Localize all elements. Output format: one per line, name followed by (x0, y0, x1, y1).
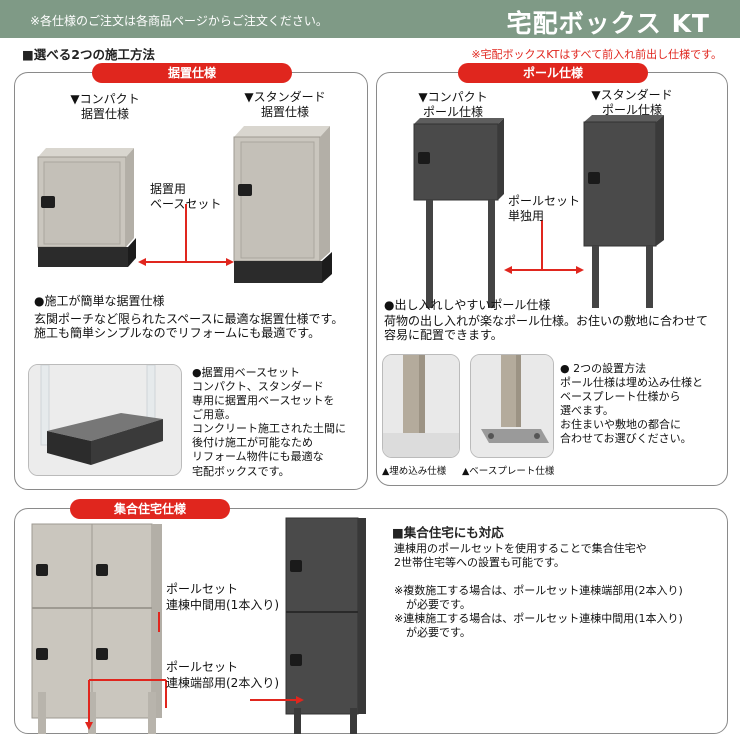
baseplate-photo (470, 354, 554, 458)
multi-description: 連棟用のポールセットを使用することで集合住宅や 2世帯住宅等への設置も可能です。 (394, 542, 647, 570)
dark-multi-unit (285, 517, 366, 734)
pole-standard-label: ▼スタンダード ポール仕様 (591, 88, 673, 117)
multi-note-mid: ※連棟施工する場合は、ポールセット連棟中間用(1本入り) が必要です。 (394, 612, 683, 640)
front-note: ※宅配ボックスKTはすべて前入れ前出し仕様です。 (471, 48, 722, 61)
section-heading: ■選べる2つの施工方法 (22, 47, 156, 62)
mid-pole-label: ポールセット 連棟中間用(1本入り) (166, 582, 279, 612)
pole-install-methods: ● 2つの設置方法 ポール仕様は埋め込み仕様と ベースプレート仕様から 選べます… (560, 362, 703, 446)
pole-feature-line2: 容易に配置できます。 (384, 328, 503, 342)
standard-pole-box (583, 115, 664, 308)
base-set-label: 据置用 ベースセット (150, 182, 222, 211)
base-set-description: ●据置用ベースセット コンパクト、スタンダード 専用に据置用ベースセットを ご用… (192, 366, 346, 478)
pole-boxes-illustration (413, 115, 664, 308)
floor-feature-line2: 施工も簡単シンプルなのでリフォームにも最適です。 (34, 326, 321, 340)
floor-compact-label: ▼コンパクト 据置仕様 (70, 92, 140, 121)
header-note: ※各仕様のご注文は各商品ページからご注文ください。 (30, 14, 328, 28)
compact-pole-box (413, 118, 504, 308)
baseplate-caption: ▲ベースプレート仕様 (462, 466, 555, 477)
pole-feature-title: ●出し入れしやすいポール仕様 (384, 298, 551, 312)
gray-multi-unit (31, 523, 162, 734)
base-set-photo (28, 364, 182, 476)
floor-boxes-illustration (37, 126, 332, 283)
multi-heading: ■集合住宅にも対応 (392, 525, 504, 540)
embed-caption: ▲埋め込み仕様 (382, 466, 447, 477)
end-pole-label: ポールセット 連棟端部用(2本入り) (166, 660, 279, 690)
floor-feature-line1: 玄関ポーチなど限られたスペースに最適な据置仕様です。 (34, 312, 344, 326)
pole-set-label: ポールセット 単独用 (508, 194, 581, 223)
floor-standard-label: ▼スタンダード 据置仕様 (244, 90, 326, 119)
standard-floor-box (233, 126, 332, 283)
page-title: 宅配ボックス KT (506, 9, 710, 38)
pole-compact-label: ▼コンパクト ポール仕様 (418, 90, 488, 119)
header-bar (0, 0, 740, 38)
floor-spec-label: 据置仕様 (92, 63, 292, 83)
multi-dwelling-illustration (31, 517, 366, 734)
multi-note-end: ※複数施工する場合は、ポールセット連棟端部用(2本入り) が必要です。 (394, 584, 683, 612)
pole-feature-line1: 荷物の出し入れが楽なポール仕様。お住いの敷地に合わせて (384, 314, 709, 328)
multi-dwelling-label: 集合住宅仕様 (70, 499, 230, 519)
floor-feature-title: ●施工が簡単な据置仕様 (34, 294, 165, 308)
compact-floor-box (37, 148, 136, 267)
embed-photo (382, 354, 460, 458)
pole-spec-label: ポール仕様 (458, 63, 648, 83)
